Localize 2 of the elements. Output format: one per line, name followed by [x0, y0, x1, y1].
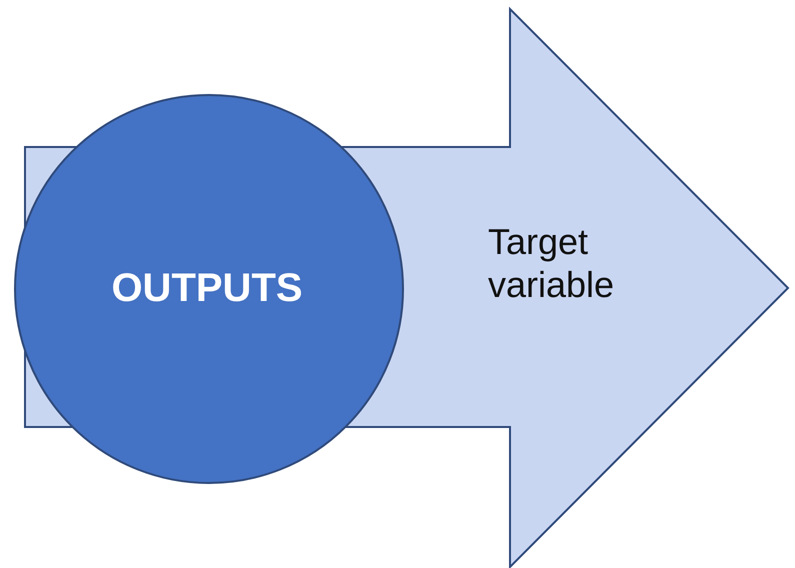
node-label: Target variable [488, 220, 616, 306]
node-label: OUTPUTS [110, 265, 304, 312]
